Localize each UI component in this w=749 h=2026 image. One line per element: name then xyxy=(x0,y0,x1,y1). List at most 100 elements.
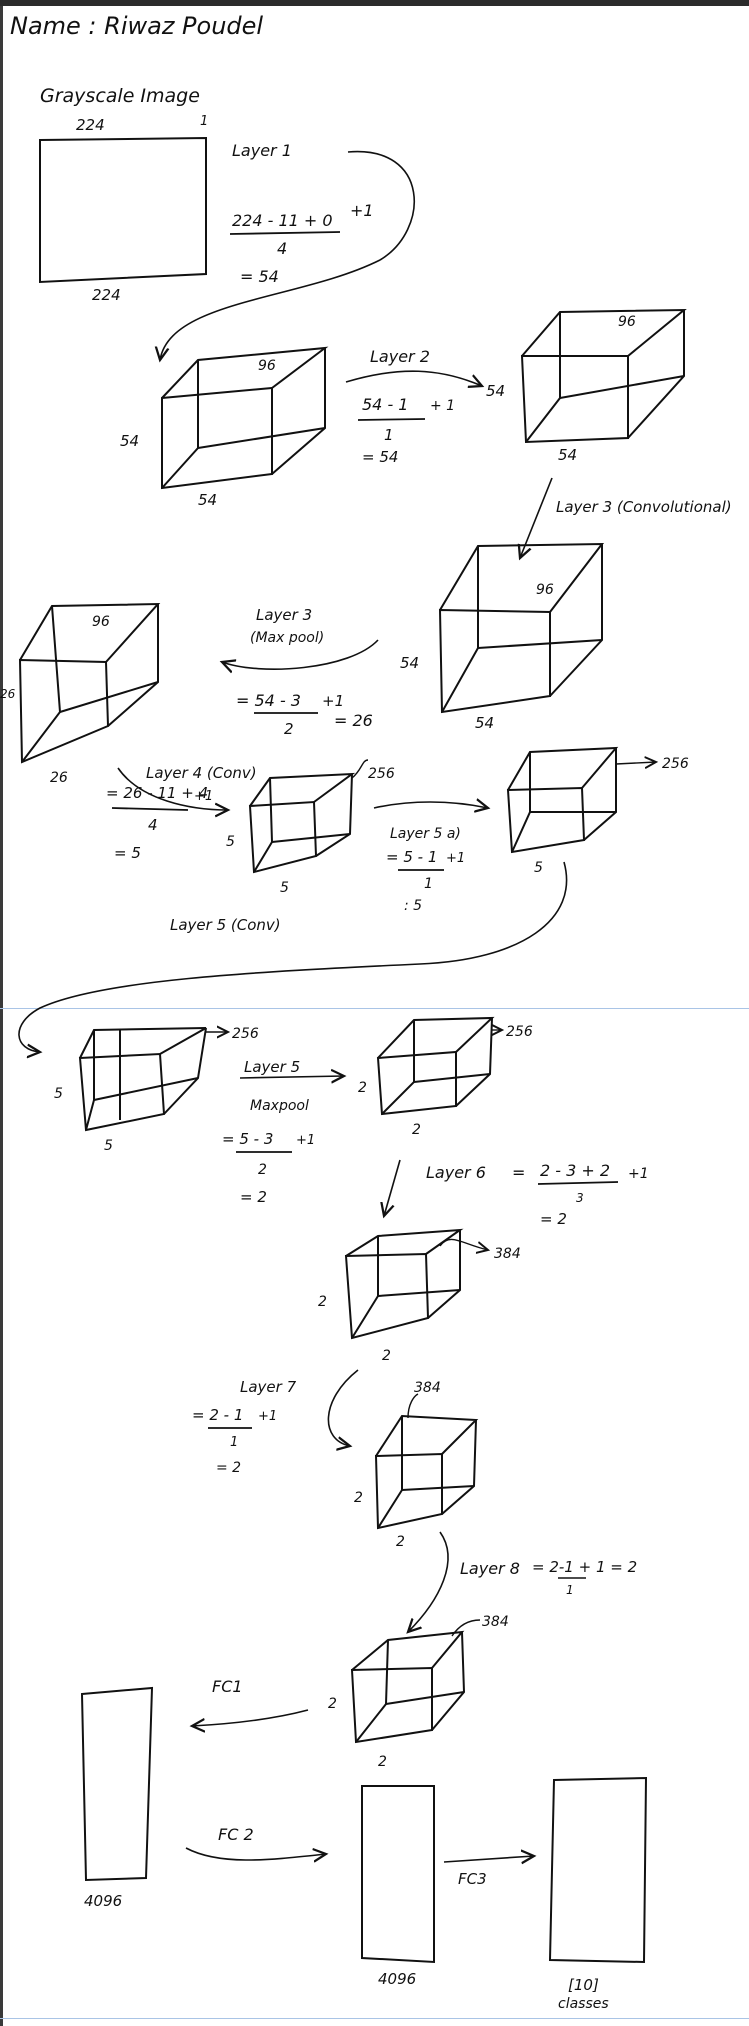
c7-width: 5 xyxy=(104,1138,113,1154)
fc2-block xyxy=(361,1785,435,1964)
fc1-block xyxy=(80,1686,154,1882)
cuboid-c9 xyxy=(344,1228,464,1340)
c6-width: 5 xyxy=(534,860,543,876)
layer4-denominator: 4 xyxy=(148,816,158,834)
c10-depth: 384 xyxy=(414,1380,441,1396)
c4-height: 26 xyxy=(0,687,16,701)
layer2-result: = 54 xyxy=(362,448,398,466)
input-square xyxy=(39,136,207,284)
c3-width: 54 xyxy=(475,714,494,732)
arrow-c10-to-c11 xyxy=(408,1531,449,1632)
c1-height: 54 xyxy=(120,432,139,450)
c11-height: 2 xyxy=(328,1696,337,1712)
c8-depth: 256 xyxy=(506,1024,533,1040)
arrow-c5-to-c6 xyxy=(373,802,488,808)
c3-height: 54 xyxy=(400,654,419,672)
layer2-fraction-bar xyxy=(357,418,426,421)
input-depth-label: 1 xyxy=(200,114,208,129)
layer2-denominator: 1 xyxy=(384,426,394,444)
top-bar xyxy=(0,0,749,6)
arrow-c4-to-c5 xyxy=(117,767,228,810)
layer3-pool-sub: (Max pool) xyxy=(250,630,324,646)
layer6-fraction-bar xyxy=(537,1181,619,1185)
layer2-plus: + 1 xyxy=(430,398,455,414)
layer5-pool-formula: Layer 5 Maxpool = 5 - 3 +1 2 = 2 xyxy=(222,1058,344,1206)
layer4-fraction-bar xyxy=(111,807,189,811)
c10-depth-leader xyxy=(407,1393,419,1419)
page-divider xyxy=(0,1008,749,1009)
layer3-pool-formula: Layer 3 (Max pool) = 54 - 3 +1 2 = 26 xyxy=(222,606,379,738)
c5-depth-leader xyxy=(351,759,369,779)
layer5-result: = 2 xyxy=(240,1188,267,1206)
input-height-label: 224 xyxy=(92,286,121,304)
layer3-conv-label: Layer 3 (Convolutional) xyxy=(556,498,732,516)
c4-depth: 96 xyxy=(92,614,110,630)
fc2-size: 4096 xyxy=(378,1970,416,1988)
layer8-formula-text: = 2-1 + 1 = 2 xyxy=(532,1558,637,1576)
c4-width: 26 xyxy=(50,770,68,786)
c8-width: 2 xyxy=(412,1122,421,1138)
c7-height: 5 xyxy=(54,1086,63,1102)
c2-depth: 96 xyxy=(618,314,636,330)
layer6-equals: = xyxy=(512,1163,525,1182)
c11-depth: 384 xyxy=(482,1614,509,1630)
layer5-plus: +1 xyxy=(296,1133,315,1148)
arrow-c3-to-c4 xyxy=(222,639,379,669)
layer4-plus: +1 xyxy=(194,789,213,804)
layer2-formula: Layer 2 54 - 1 + 1 1 = 54 xyxy=(345,347,482,466)
c3-depth: 96 xyxy=(536,582,554,598)
cuboid-c1 xyxy=(161,346,329,490)
layer8-label: Layer 8 xyxy=(460,1559,520,1578)
c5-width: 5 xyxy=(280,880,289,896)
arrow-c11-to-fc1 xyxy=(192,1709,309,1726)
c1-width: 54 xyxy=(198,491,217,509)
c2-width: 54 xyxy=(558,446,577,464)
layer5-denominator: 2 xyxy=(258,1162,267,1178)
arrow-fc1-to-fc2 xyxy=(185,1847,326,1860)
cuboid-c3 xyxy=(438,542,605,714)
layer1-denominator: 4 xyxy=(277,239,287,258)
layer4-numerator: = 26 - 11 + 4 xyxy=(106,784,208,802)
c6-depth: 256 xyxy=(662,756,689,772)
arrow-fc2-to-output xyxy=(443,1856,534,1862)
layer5-label: Layer 5 xyxy=(244,1058,300,1076)
layer7-result: = 2 xyxy=(216,1460,241,1476)
layer5-conv-label: Layer 5 (Conv) xyxy=(170,916,281,934)
c5-depth: 256 xyxy=(368,766,395,782)
input-image: Grayscale Image 224 1 224 xyxy=(39,85,208,304)
arrow-c9-to-c10 xyxy=(327,1369,359,1446)
layer5a-label: Layer 5 a) xyxy=(390,826,461,842)
layer7-plus: +1 xyxy=(258,1409,277,1424)
layer4-label: Layer 4 (Conv) xyxy=(146,764,257,782)
cuboid-c4 xyxy=(18,602,161,764)
c11-width: 2 xyxy=(378,1754,387,1770)
layer7-formula: Layer 7 = 2 - 1 +1 1 = 2 xyxy=(192,1378,297,1476)
c2-height: 54 xyxy=(486,382,505,400)
fc1-label: FC1 xyxy=(212,1677,243,1696)
layer4-result: = 5 xyxy=(114,844,141,862)
c10-height: 2 xyxy=(354,1490,363,1506)
layer5-maxpool: Maxpool xyxy=(250,1098,309,1114)
c9-width: 2 xyxy=(382,1348,391,1364)
cuboid-c2 xyxy=(520,308,687,444)
input-width-label: 224 xyxy=(76,116,105,134)
layer1-label: Layer 1 xyxy=(232,141,292,160)
layer6-denominator: 3 xyxy=(576,1191,584,1205)
layer6-plus: +1 xyxy=(628,1166,649,1182)
layer5-numerator: = 5 - 3 xyxy=(222,1130,273,1148)
arrow-c6-to-c7 xyxy=(18,861,568,1052)
layer3-pool-label: Layer 3 xyxy=(256,606,312,624)
arrow-c1-to-c2 xyxy=(345,370,482,386)
c9-depth-leader xyxy=(439,1238,488,1250)
arrow-input-to-c1 xyxy=(160,150,416,360)
layer4-formula: Layer 4 (Conv) = 26 - 11 + 4 +1 4 = 5 xyxy=(106,764,257,862)
layer6-result: = 2 xyxy=(540,1210,567,1228)
layer8-formula: Layer 8 = 2-1 + 1 = 2 1 xyxy=(460,1558,637,1597)
layer5a-plus: +1 xyxy=(446,851,465,866)
cuboid-c5 xyxy=(248,772,356,874)
fc2-label: FC 2 xyxy=(218,1825,254,1844)
layer3-plus: +1 xyxy=(322,692,344,710)
layer1-fraction-bar xyxy=(229,231,341,235)
cuboid-c10 xyxy=(374,1414,479,1530)
left-edge xyxy=(0,6,3,2026)
